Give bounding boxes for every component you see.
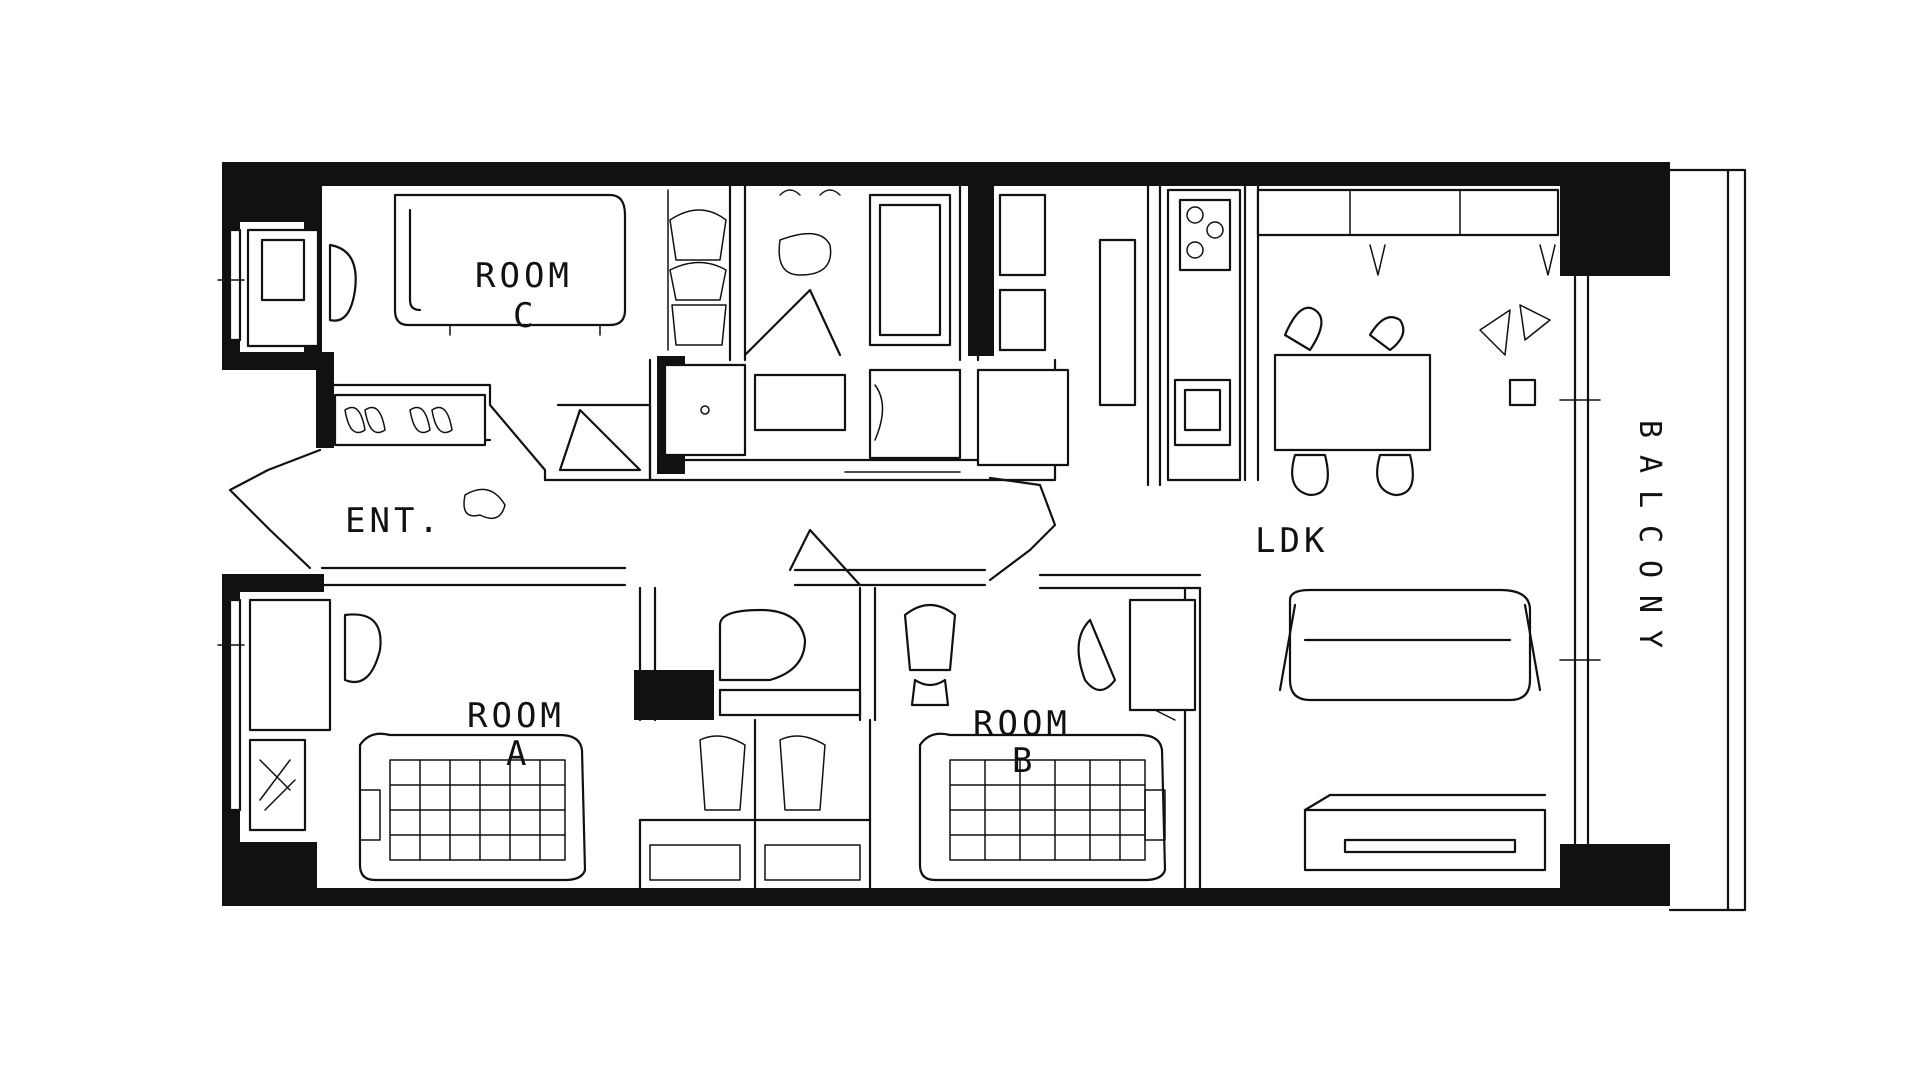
room-c-label: ROOM C xyxy=(475,256,573,336)
interior-walls xyxy=(320,184,1260,890)
balcony xyxy=(1559,168,1747,912)
balcony-letter: L xyxy=(1632,490,1667,508)
backpack-chair xyxy=(903,603,957,707)
kitchen xyxy=(976,188,1242,482)
desk-room-c xyxy=(246,228,357,348)
balcony-letter: B xyxy=(1632,420,1667,438)
washroom xyxy=(663,363,962,473)
desk-room-a xyxy=(248,598,382,732)
exterior-walls xyxy=(222,162,1670,906)
room-b-label-line2: B xyxy=(1012,741,1036,781)
room-a-label: ROOM A xyxy=(467,696,565,774)
ldk-label: LDK xyxy=(1255,521,1328,561)
entrance-label: ENT. xyxy=(345,501,443,541)
room-c-label-line2: C xyxy=(513,296,537,336)
balcony-letter: A xyxy=(1632,455,1667,473)
sofa xyxy=(1278,588,1542,702)
tv-stand xyxy=(1303,793,1547,872)
room-a-label-line2: A xyxy=(506,734,530,774)
dining-table xyxy=(1273,306,1432,497)
bed-room-b xyxy=(918,732,1167,882)
bed-room-a xyxy=(358,732,587,882)
door-bathroom[interactable] xyxy=(743,288,842,357)
desk-room-b xyxy=(1077,598,1197,721)
balcony-letter: C xyxy=(1632,525,1667,543)
room-b-label-line1: ROOM xyxy=(973,704,1071,744)
door-room-c[interactable] xyxy=(558,408,642,472)
room-a-label-line1: ROOM xyxy=(467,696,565,736)
door-toilet[interactable] xyxy=(788,528,862,587)
room-b-label: ROOM B xyxy=(973,704,1071,781)
closet-room-c xyxy=(667,189,731,351)
wall-block xyxy=(634,670,714,720)
toilet xyxy=(718,608,862,717)
balcony-label: B A L C O N Y xyxy=(1632,420,1667,648)
bed-room-c xyxy=(393,193,627,336)
door-corridor[interactable] xyxy=(988,476,1057,582)
closets xyxy=(649,735,861,881)
plant xyxy=(1479,304,1551,407)
balcony-letter: O xyxy=(1632,560,1667,578)
entrance-door[interactable] xyxy=(228,448,322,570)
plant-room-a xyxy=(248,738,307,832)
balcony-letter: N xyxy=(1632,595,1667,613)
kitchen-shelf xyxy=(1256,188,1560,276)
shoe-rack xyxy=(333,393,506,520)
balcony-letter: Y xyxy=(1632,630,1667,648)
window-left xyxy=(217,228,245,812)
room-c-label-line1: ROOM xyxy=(475,256,573,296)
bathroom xyxy=(778,189,952,347)
